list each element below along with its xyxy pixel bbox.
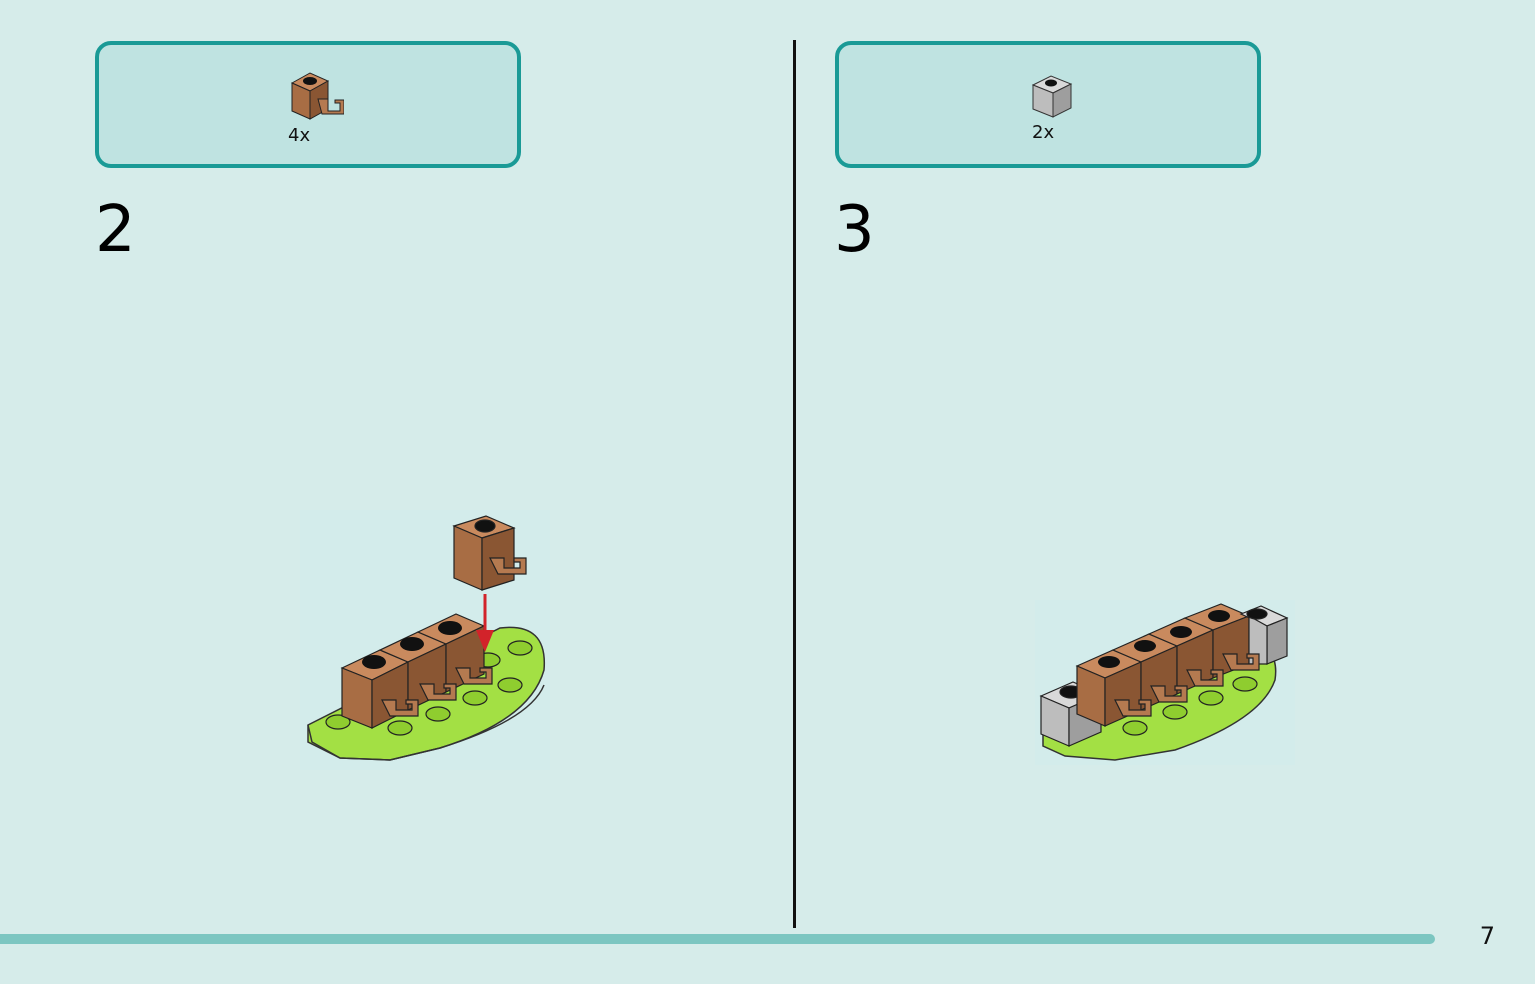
step-2-build-illustration xyxy=(300,510,550,770)
parts-callout-step-2: 4x xyxy=(95,41,521,168)
page-number: 7 xyxy=(1479,922,1495,950)
part-count-label: 4x xyxy=(288,125,311,146)
parts-callout-step-3: 2x xyxy=(835,41,1261,168)
step-number: 2 xyxy=(95,193,136,267)
step-number: 3 xyxy=(834,193,875,267)
brown-brick-clip-icon xyxy=(290,72,344,120)
part-count-label: 2x xyxy=(1032,122,1055,143)
column-divider xyxy=(793,40,796,928)
step-3-build-illustration xyxy=(1035,600,1295,765)
page-footer-bar xyxy=(0,934,1435,944)
gray-brick-icon xyxy=(1031,75,1073,118)
